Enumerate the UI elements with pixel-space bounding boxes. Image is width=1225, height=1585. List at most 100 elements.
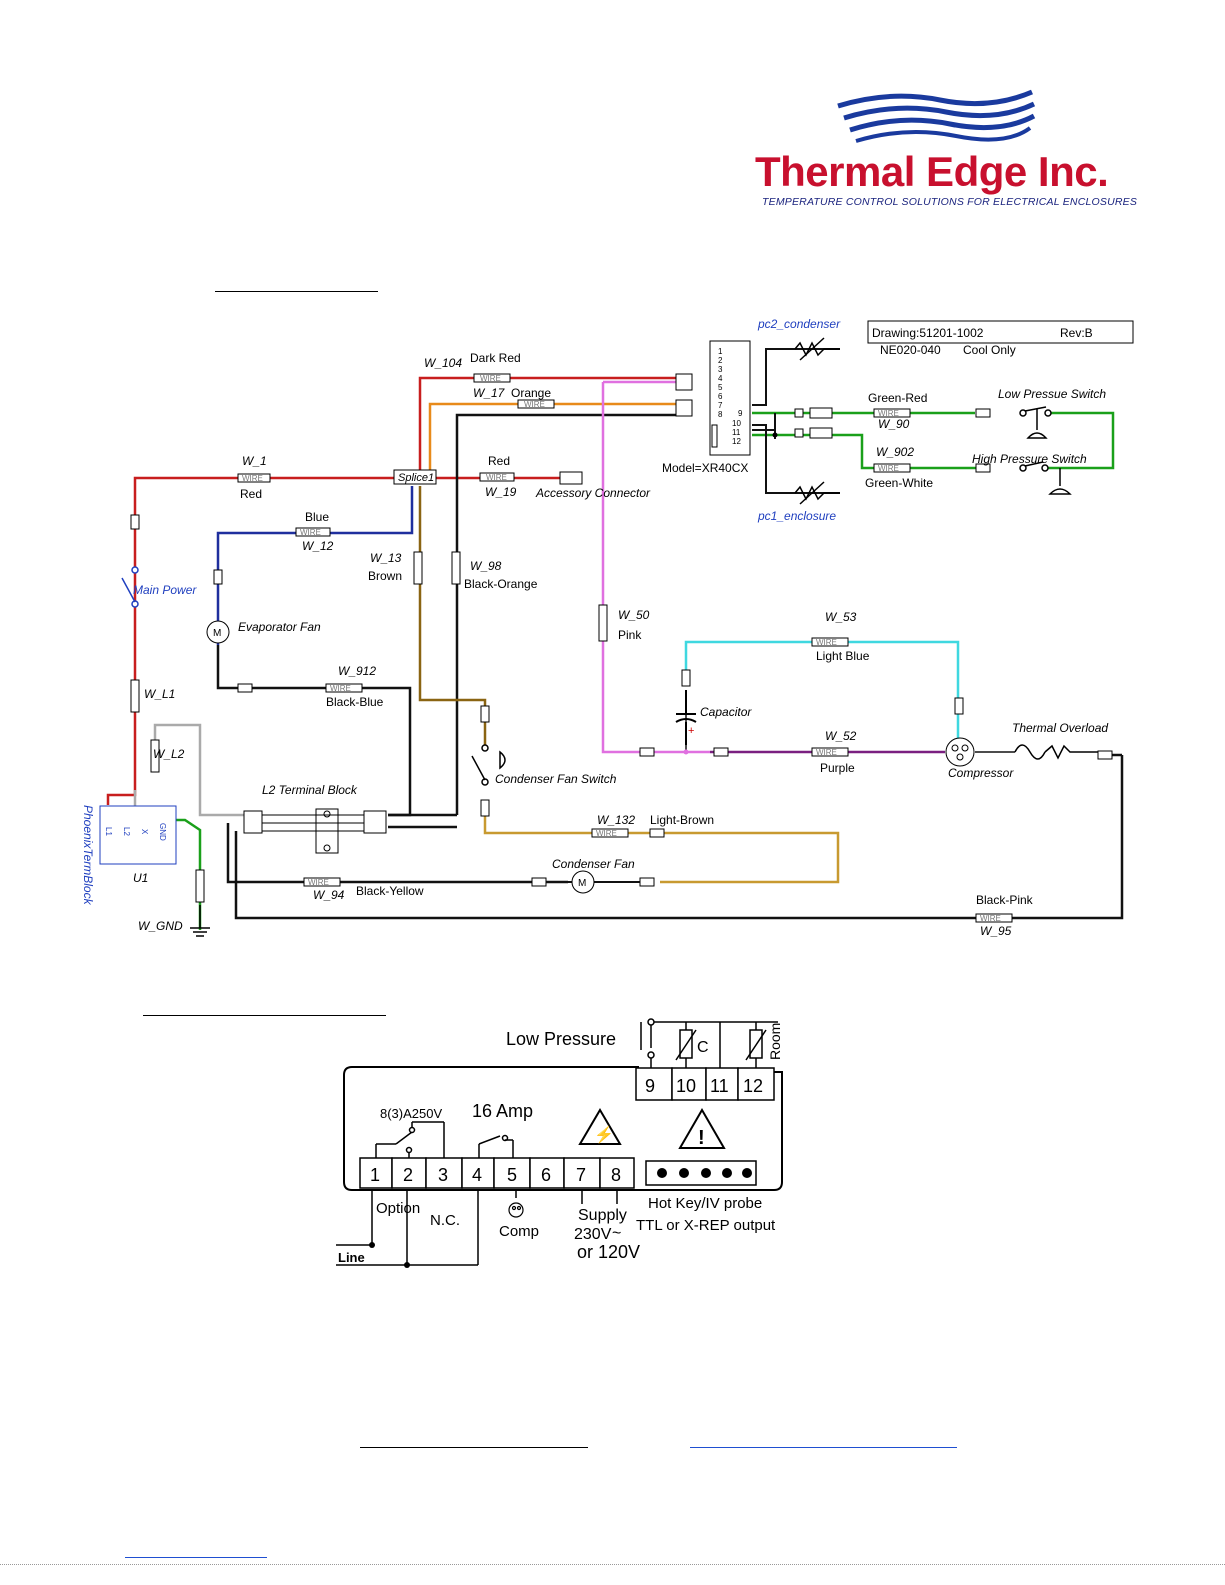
main-power-switch-icon — [121, 566, 139, 608]
wire-id: W_L2 — [153, 747, 185, 761]
wire-tag-text: WIRE — [878, 409, 899, 418]
wire-color: Red — [488, 454, 510, 468]
page-divider — [0, 1564, 1225, 1565]
controller-pin: 7 — [718, 401, 723, 410]
pc2-thermistor-icon — [794, 337, 840, 361]
wire-color: Black-Pink — [976, 893, 1034, 907]
controller-pin: 3 — [718, 365, 723, 374]
hotkey-label: Hot Key/IV probe — [648, 1195, 762, 1212]
wire-id: W_98 — [470, 559, 502, 573]
wire-tag-text: WIRE — [524, 400, 545, 409]
terminal-number: 12 — [743, 1076, 763, 1096]
w-gnd-label: W_GND — [138, 919, 183, 933]
terminal-number: 11 — [710, 1076, 729, 1096]
u1-pin: X — [140, 829, 149, 835]
wire-tag-text: WIRE — [300, 528, 321, 537]
thermal-overload-label: Thermal Overload — [1012, 721, 1108, 735]
controller-pin: 8 — [718, 410, 723, 419]
warning-icons — [578, 1108, 726, 1149]
u1-label: U1 — [133, 871, 148, 885]
terminal-number: 4 — [472, 1165, 482, 1185]
wire-tag-text: WIRE — [816, 748, 837, 757]
wire-tag-text: WIRE — [308, 878, 329, 887]
terminal-number: 3 — [438, 1165, 448, 1185]
controller-pin: 5 — [718, 383, 723, 392]
wire-junctions — [683, 432, 778, 755]
controller-pin: 12 — [732, 437, 741, 446]
wire-tag-text: WIRE — [596, 829, 617, 838]
phoenix-label: PhoenixTermBlock — [81, 805, 95, 906]
wire-color: Light Blue — [816, 649, 870, 663]
option-label: Option — [376, 1200, 420, 1217]
component-labels: Accessory Connector Main Power Evaporato… — [133, 317, 1108, 933]
wire-labels: W_104 Dark Red W_17 Orange W_1 Red Red W… — [144, 351, 1034, 938]
supply-label: Supply — [578, 1207, 627, 1224]
wire-tag-text: WIRE — [330, 684, 351, 693]
main-power-label: Main Power — [133, 583, 197, 597]
heading-underline — [215, 291, 378, 292]
drawing-number: Drawing:51201-1002 — [872, 326, 984, 340]
wire-id: W_132 — [597, 813, 635, 827]
wire-tag-text: WIRE — [242, 474, 263, 483]
wire-color: Dark Red — [470, 351, 521, 365]
title-block-frame — [867, 320, 1134, 344]
wire-id: W_19 — [485, 485, 517, 499]
controller-pin-labels: 1 2 3 4 5 6 7 8 9 10 11 12 — [718, 347, 743, 446]
probe-room-label: Room — [767, 1023, 783, 1060]
terminal-number: 10 — [676, 1076, 696, 1096]
terminal-number: 5 — [507, 1165, 517, 1185]
bottom-terminal-labels: 1 2 3 4 5 6 7 8 — [370, 1165, 621, 1185]
capacitor-plus-icon: + — [688, 725, 694, 737]
line-junctions — [369, 1242, 410, 1268]
svg-text:M: M — [578, 878, 586, 889]
wire-tag-text: WIRE — [980, 914, 1001, 923]
wire-tag-text: WIRE — [486, 473, 507, 482]
wire-color: Purple — [820, 761, 855, 775]
high-pressure-switch-icon — [1019, 461, 1072, 495]
splice-label: Splice1 — [398, 472, 434, 484]
voltage-230-label: 230V — [574, 1226, 612, 1243]
compressor-icon — [945, 737, 975, 767]
u1-pin: GND — [158, 823, 167, 841]
company-tagline: TEMPERATURE CONTROL SOLUTIONS FOR ELECTR… — [762, 196, 1138, 208]
terminal-number: 2 — [403, 1165, 413, 1185]
comp-label: Comp — [499, 1223, 539, 1240]
footer-link-underline[interactable] — [125, 1557, 267, 1558]
controller-pin: 4 — [718, 374, 723, 383]
wire-id: W_17 — [473, 386, 506, 400]
wire-connectors — [130, 373, 1113, 887]
u1-terminal-block: L1 L2 X GND — [99, 805, 177, 865]
wire-color: Red — [240, 487, 262, 501]
exclamation-icon: ! — [698, 1127, 705, 1149]
wire-paths — [106, 348, 1124, 930]
terminal-number: 6 — [541, 1165, 551, 1185]
wire-tag-texts: WIRE WIRE WIRE WIRE WIRE WIRE WIRE WIRE … — [242, 374, 1001, 923]
compressor-symbol-icon — [508, 1202, 524, 1218]
evaporator-fan-motor-icon: M — [206, 620, 230, 644]
wire-id: W_94 — [313, 888, 345, 902]
compressor-label: Compressor — [948, 766, 1014, 780]
footer-link-underline[interactable] — [690, 1447, 957, 1448]
top-terminal-labels: 9 10 11 12 — [645, 1076, 763, 1096]
wire-id: W_95 — [980, 924, 1012, 938]
wire-id: W_104 — [424, 356, 462, 370]
wire-id: W_902 — [876, 445, 914, 459]
revision: Rev:B — [1060, 326, 1093, 340]
terminal-number: 7 — [576, 1165, 586, 1185]
accessory-label: Accessory Connector — [535, 486, 651, 500]
amp-rating-label: 16 Amp — [472, 1101, 533, 1121]
probe-c-label: C — [697, 1039, 709, 1056]
u1-pin: L2 — [122, 827, 131, 836]
pc1-thermistor-icon — [794, 481, 840, 505]
nc-label: N.C. — [430, 1212, 460, 1229]
wire-id: W_53 — [825, 610, 857, 624]
hotkey-port-icon — [657, 1168, 752, 1178]
u1-pin: L1 — [104, 827, 113, 836]
heading-underline — [143, 1015, 386, 1016]
wire-color: Green-White — [865, 476, 933, 490]
wave-logo-icon — [837, 89, 1036, 143]
wire-tag-boxes — [130, 373, 1013, 923]
cond-fan-switch-label: Condenser Fan Switch — [495, 772, 617, 786]
terminal-block-label: L2 Terminal Block — [262, 783, 358, 797]
controller-pin: 1 — [718, 347, 723, 356]
